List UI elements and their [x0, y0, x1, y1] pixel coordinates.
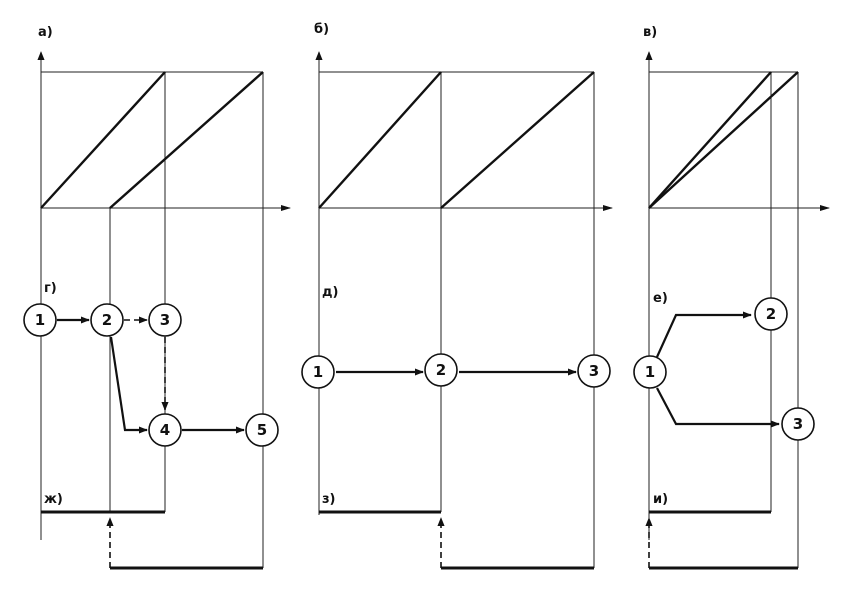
- d-node-1-label: 1: [313, 363, 323, 381]
- b-diagonal-1: [318, 71, 442, 209]
- d-node-1: [301, 355, 335, 389]
- panel-label-e: е): [653, 291, 668, 306]
- e-edge-1-3: [656, 387, 780, 428]
- panel-label-z: з): [322, 492, 336, 507]
- g-node-2: [90, 303, 124, 337]
- d-node-3-label: 3: [589, 362, 599, 380]
- d-node-3: [577, 354, 611, 388]
- v-diagonal-1: [648, 71, 772, 209]
- e-node-1: [633, 355, 667, 389]
- panel-label-d: д): [322, 285, 338, 300]
- d-node-2-label: 2: [436, 361, 446, 379]
- e-node-2-label: 2: [766, 305, 776, 323]
- e-node-3: [781, 407, 815, 441]
- panel-a-group: а) г) 1 2 3 4 5 ж): [23, 25, 291, 570]
- panel-label-b: б): [314, 22, 329, 37]
- g-node-2-label: 2: [102, 311, 112, 329]
- panel-label-v: в): [643, 25, 657, 40]
- g-edge-2-4: [109, 336, 148, 434]
- panel-label-g: г): [44, 281, 57, 296]
- panel-label-i: и): [653, 492, 668, 507]
- a-diagonal-1: [40, 71, 166, 209]
- b-diagonal-2: [440, 71, 595, 209]
- g-node-5-label: 5: [257, 421, 267, 439]
- e-edge-1-2: [655, 311, 752, 358]
- v-diagonal-2: [648, 71, 799, 209]
- panel-label-zh: ж): [44, 492, 63, 507]
- e-node-1-label: 1: [645, 363, 655, 381]
- e-node-3-label: 3: [793, 415, 803, 433]
- panel-v-group: в) е) 1 2 3 и): [633, 25, 830, 570]
- g-node-3: [148, 303, 182, 337]
- a-diagonal-2: [109, 71, 264, 209]
- e-node-2: [754, 297, 788, 331]
- g-node-5: [245, 413, 279, 447]
- g-node-1: [23, 303, 57, 337]
- g-node-4: [148, 413, 182, 447]
- panel-b-group: б) д) 1 2 3 з): [301, 22, 613, 570]
- g-node-4-label: 4: [160, 421, 170, 439]
- d-node-2: [424, 353, 458, 387]
- g-node-3-label: 3: [160, 311, 170, 329]
- panel-label-a: а): [38, 25, 53, 40]
- g-node-1-label: 1: [35, 311, 45, 329]
